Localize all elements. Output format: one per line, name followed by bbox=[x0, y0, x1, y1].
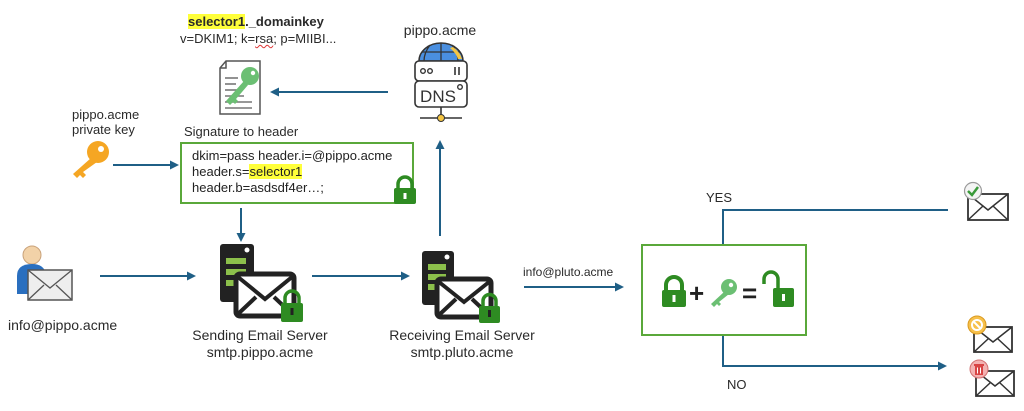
dns-value-suffix: ; p=MIIBI... bbox=[273, 31, 337, 46]
sending-server-icon bbox=[220, 244, 303, 322]
private-key-label-line1: pippo.acme bbox=[72, 107, 140, 122]
signature-line-2-prefix: header.s= bbox=[192, 164, 250, 179]
arrow-sending-to-receiving-server bbox=[312, 271, 410, 281]
plus-sign: + bbox=[689, 278, 705, 308]
accepted-mail-icon bbox=[963, 181, 1009, 221]
dns-record-name: selector1._domainkey bbox=[188, 14, 324, 30]
arrow-key-to-signature bbox=[113, 160, 179, 170]
quarantined-mail-icon bbox=[967, 315, 1013, 353]
no-label: NO bbox=[727, 377, 747, 392]
dns-server-label: pippo.acme bbox=[403, 22, 477, 38]
arrow-signature-to-sending-server bbox=[236, 208, 246, 242]
receiving-server-host: smtp.pluto.acme bbox=[410, 344, 514, 360]
dns-value-rsa: rsa bbox=[255, 31, 274, 46]
decision-branches bbox=[722, 209, 948, 371]
signature-box: dkim=pass header.i=@pippo.acme header.s=… bbox=[180, 142, 414, 204]
signature-lock-icon bbox=[394, 175, 416, 204]
unlocked-lock-icon bbox=[762, 270, 794, 307]
no-branch-line bbox=[722, 333, 938, 367]
dns-selector: selector1 bbox=[188, 14, 246, 29]
dns-icon-text: DNS bbox=[420, 87, 456, 106]
sending-server-host: smtp.pippo.acme bbox=[206, 344, 314, 360]
rejected-mail-icon bbox=[969, 359, 1015, 397]
dns-value-prefix: v=DKIM1; k= bbox=[180, 31, 256, 46]
signature-line-3: header.b=asdsdf4er…; bbox=[192, 180, 324, 195]
verification-box: + = bbox=[641, 244, 807, 336]
dns-record-suffix: ._domainkey bbox=[245, 14, 324, 29]
signature-title: Signature to header bbox=[184, 124, 299, 139]
verification-public-key-icon bbox=[711, 279, 737, 307]
receiving-server-title: Receiving Email Server bbox=[389, 327, 535, 343]
sending-server-title: Sending Email Server bbox=[192, 327, 328, 343]
dns-record-value: v=DKIM1; k=rsa; p=MIIBI... bbox=[180, 31, 336, 47]
verification-lock-icon bbox=[662, 275, 686, 307]
private-key-label: pippo.acme private key bbox=[72, 107, 139, 137]
arrow-receiving-server-to-dns bbox=[435, 140, 445, 236]
private-key-label-line2: private key bbox=[72, 122, 135, 137]
public-key-document-icon bbox=[219, 60, 261, 115]
equals-sign: = bbox=[742, 278, 758, 308]
yes-label: YES bbox=[706, 190, 733, 205]
arrow-sender-to-sending-server bbox=[100, 271, 196, 281]
signature-selector: selector1 bbox=[249, 164, 303, 179]
arrow-receiving-to-verification bbox=[524, 282, 624, 292]
receiving-server-icon bbox=[422, 251, 500, 323]
no-branch-arrowhead bbox=[938, 361, 947, 371]
sender-user-mail-icon bbox=[17, 245, 73, 301]
arrow-dns-to-document bbox=[270, 87, 388, 97]
receiving-server-label: Receiving Email Server smtp.pluto.acme bbox=[382, 327, 542, 361]
signature-line-2: header.s=selector1 bbox=[182, 164, 412, 180]
private-key-icon bbox=[73, 141, 109, 178]
dns-server-icon: DNS bbox=[414, 42, 468, 122]
recipient-email: info@pluto.acme bbox=[523, 265, 614, 279]
sender-email: info@pippo.acme bbox=[8, 317, 118, 333]
yes-branch-line bbox=[722, 209, 948, 244]
sending-server-label: Sending Email Server smtp.pippo.acme bbox=[180, 327, 340, 361]
signature-line-1: dkim=pass header.i=@pippo.acme bbox=[192, 148, 393, 163]
